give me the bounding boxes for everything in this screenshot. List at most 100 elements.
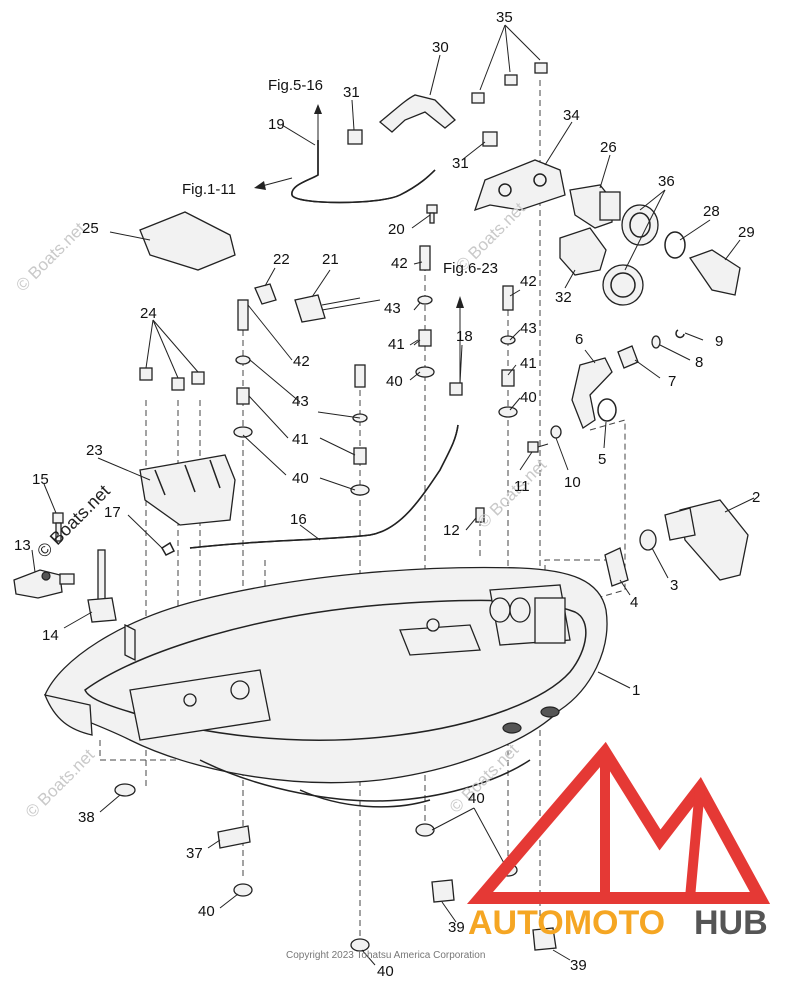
part-22 — [254, 283, 277, 305]
fastener-stacks — [233, 245, 518, 496]
part-15 — [52, 512, 64, 542]
part-4 — [604, 547, 629, 587]
part-5 — [597, 398, 617, 422]
reference-labels: Fig.5-16 Fig.1-11 Fig.6-23 — [182, 77, 498, 277]
part-24-bolts — [139, 367, 205, 391]
callout-41: 41 — [292, 431, 309, 448]
watermark: © Boats.net — [12, 219, 89, 296]
callout-5: 5 — [598, 451, 606, 468]
part-21 — [294, 294, 381, 323]
callout-14: 14 — [42, 627, 59, 644]
callout-21: 21 — [322, 251, 339, 268]
callout-20: 20 — [388, 221, 405, 238]
callout-8: 8 — [695, 354, 703, 371]
part-6 — [571, 357, 613, 429]
brand-wordmark: AUTOMOTO HUB — [468, 904, 768, 942]
ref-fig-5-16: Fig.5-16 — [268, 77, 323, 94]
callout-28: 28 — [703, 203, 720, 220]
callout-15: 15 — [32, 471, 49, 488]
callout-40: 40 — [468, 790, 485, 807]
callout-24: 24 — [140, 305, 157, 322]
brand-logo-mark — [466, 741, 771, 904]
callout-43: 43 — [384, 300, 401, 317]
callout-26: 26 — [600, 139, 617, 156]
brand-name-part2: HUB — [694, 904, 768, 942]
part-17 — [160, 541, 176, 556]
part-12 — [475, 507, 485, 523]
part-28 — [664, 231, 686, 259]
part-7 — [617, 345, 639, 369]
part-31-clamp — [347, 129, 363, 145]
callout-numbers: 35 30 31 19 34 26 31 36 28 25 20 29 22 2… — [14, 9, 760, 980]
callout-3: 3 — [670, 577, 678, 594]
part-29 — [688, 249, 741, 296]
callout-10: 10 — [564, 474, 581, 491]
callout-30: 30 — [432, 39, 449, 56]
part-36-seals — [602, 204, 659, 306]
part-3 — [639, 529, 657, 551]
part-8 — [651, 335, 661, 349]
callout-6: 6 — [575, 331, 583, 348]
callout-32: 32 — [555, 289, 572, 306]
part-26 — [569, 184, 621, 229]
callout-31: 31 — [343, 84, 360, 101]
callout-16: 16 — [290, 511, 307, 528]
callout-7: 7 — [668, 373, 676, 390]
part-13 — [13, 569, 75, 599]
callout-9: 9 — [715, 333, 723, 350]
bottom-cowl — [43, 566, 608, 808]
callout-19: 19 — [268, 116, 285, 133]
part-18 — [449, 382, 463, 396]
callout-42: 42 — [520, 273, 537, 290]
part-14 — [87, 549, 117, 623]
part-20 — [426, 204, 438, 224]
callout-4: 4 — [630, 594, 638, 611]
callout-36: 36 — [658, 173, 675, 190]
callout-18: 18 — [456, 328, 473, 345]
part-31-clamp — [482, 131, 498, 147]
callout-35: 35 — [496, 9, 513, 26]
callout-40: 40 — [198, 903, 215, 920]
callout-38: 38 — [78, 809, 95, 826]
callout-2: 2 — [752, 489, 760, 506]
callout-31: 31 — [452, 155, 469, 172]
part-25 — [139, 211, 236, 271]
callout-40: 40 — [386, 373, 403, 390]
callout-42: 42 — [391, 255, 408, 272]
callout-11: 11 — [514, 478, 530, 495]
callout-23: 23 — [86, 442, 103, 459]
callout-42: 42 — [293, 353, 310, 370]
reference-arrows — [254, 104, 464, 383]
part-11 — [527, 441, 549, 453]
callout-37: 37 — [186, 845, 203, 862]
callout-22: 22 — [273, 251, 290, 268]
callout-34: 34 — [563, 107, 580, 124]
part-35-bolts — [471, 62, 548, 104]
part-19-hose — [291, 140, 436, 204]
callout-40: 40 — [292, 470, 309, 487]
callout-43: 43 — [520, 320, 537, 337]
callout-25: 25 — [82, 220, 99, 237]
part-30-hose — [378, 94, 456, 133]
ref-fig-1-11: Fig.1-11 — [182, 181, 236, 198]
brand-name-part1: AUTOMOTO — [468, 904, 665, 942]
callout-13: 13 — [14, 537, 31, 554]
part-23 — [139, 454, 236, 526]
callout-39: 39 — [448, 919, 465, 936]
part-10 — [550, 425, 562, 439]
callout-12: 12 — [443, 522, 460, 539]
callout-41: 41 — [520, 355, 537, 372]
callout-17: 17 — [104, 504, 121, 521]
callout-43: 43 — [292, 393, 309, 410]
part-34 — [473, 159, 566, 212]
part-9 — [675, 329, 685, 339]
leader-lines — [31, 24, 755, 966]
part-2 — [664, 499, 749, 581]
callout-29: 29 — [738, 224, 755, 241]
callout-1: 1 — [632, 682, 640, 699]
ref-fig-6-23: Fig.6-23 — [443, 260, 498, 277]
part-32 — [559, 227, 607, 276]
copyright-text: Copyright 2023 Tohatsu America Corporati… — [286, 950, 485, 961]
callout-41: 41 — [388, 336, 405, 353]
